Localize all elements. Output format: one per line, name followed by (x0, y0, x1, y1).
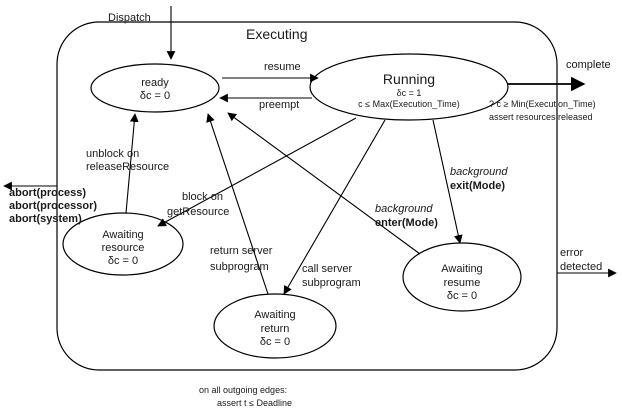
edge-block (157, 117, 357, 227)
edge-background-exit (432, 119, 463, 244)
state-awaiting-resource: Awaiting resource δc = 0 (62, 212, 184, 276)
label-call-server-2: subprogram (302, 277, 361, 289)
label-bg-enter-2: enter(Mode) (375, 217, 438, 229)
label-dispatch: Dispatch (108, 12, 151, 24)
executing-composite-state (56, 21, 558, 371)
state-ready-name: ready (141, 77, 169, 89)
label-complete-guard: ? c ≥ Min(Execution_Time) (489, 99, 596, 109)
state-awaiting-return-name1: Awaiting (254, 309, 295, 321)
label-return-server-1: return server (210, 245, 273, 257)
label-error-1: error (560, 247, 584, 259)
edge-return-server (206, 113, 269, 295)
label-bg-exit-1: background (450, 166, 508, 178)
label-unblock-1: unblock on (86, 148, 139, 160)
label-call-server-1: call server (302, 263, 352, 275)
state-running-name: Running (383, 71, 435, 87)
state-awaiting-resume-constraint: δc = 0 (447, 290, 477, 302)
state-ready: ready δc = 0 (90, 63, 220, 113)
state-ready-constraint: δc = 0 (140, 90, 170, 102)
label-complete-action: assert resources released (489, 112, 593, 122)
label-block-1: block on (182, 191, 223, 203)
edge-call-server (283, 119, 386, 295)
label-return-server-2: subprogram (210, 261, 269, 273)
edge-background-enter (227, 112, 421, 255)
label-abort-processor: abort(processor) (9, 200, 97, 212)
state-awaiting-resume-name1: Awaiting (441, 263, 482, 275)
footer-line-1: on all outgoing edges: (199, 385, 287, 395)
label-abort-process: abort(process) (9, 187, 86, 199)
label-abort-system: abort(system) (9, 213, 82, 225)
label-preempt: preempt (259, 99, 299, 111)
executing-label: Executing (246, 26, 307, 42)
state-awaiting-return: Awaiting return δc = 0 (213, 293, 337, 359)
label-bg-exit-2: exit(Mode) (450, 180, 505, 192)
label-bg-enter-1: background (375, 203, 433, 215)
state-running: Running δc = 1 c ≤ Max(Execution_Time) (309, 53, 509, 121)
label-complete: complete (566, 59, 611, 71)
label-unblock-2: releaseResource (86, 161, 169, 173)
footer-line-2: assert t ≤ Deadline (217, 398, 292, 408)
state-awaiting-resume: Awaiting resume δc = 0 (402, 242, 522, 312)
state-awaiting-return-name2: return (261, 323, 290, 335)
state-awaiting-resource-name2: resource (102, 242, 145, 254)
label-error-2: detected (560, 261, 602, 273)
edge-unblock (125, 113, 139, 214)
label-resume: resume (264, 61, 301, 73)
state-awaiting-return-constraint: δc = 0 (260, 336, 290, 348)
state-awaiting-resource-name1: Awaiting (102, 229, 143, 241)
label-block-2: getResource (167, 206, 229, 218)
state-awaiting-resource-constraint: δc = 0 (108, 255, 138, 267)
state-running-constraint2: c ≤ Max(Execution_Time) (358, 99, 460, 109)
state-running-constraint1: δc = 1 (397, 88, 422, 98)
state-awaiting-resume-name2: resume (444, 277, 481, 289)
